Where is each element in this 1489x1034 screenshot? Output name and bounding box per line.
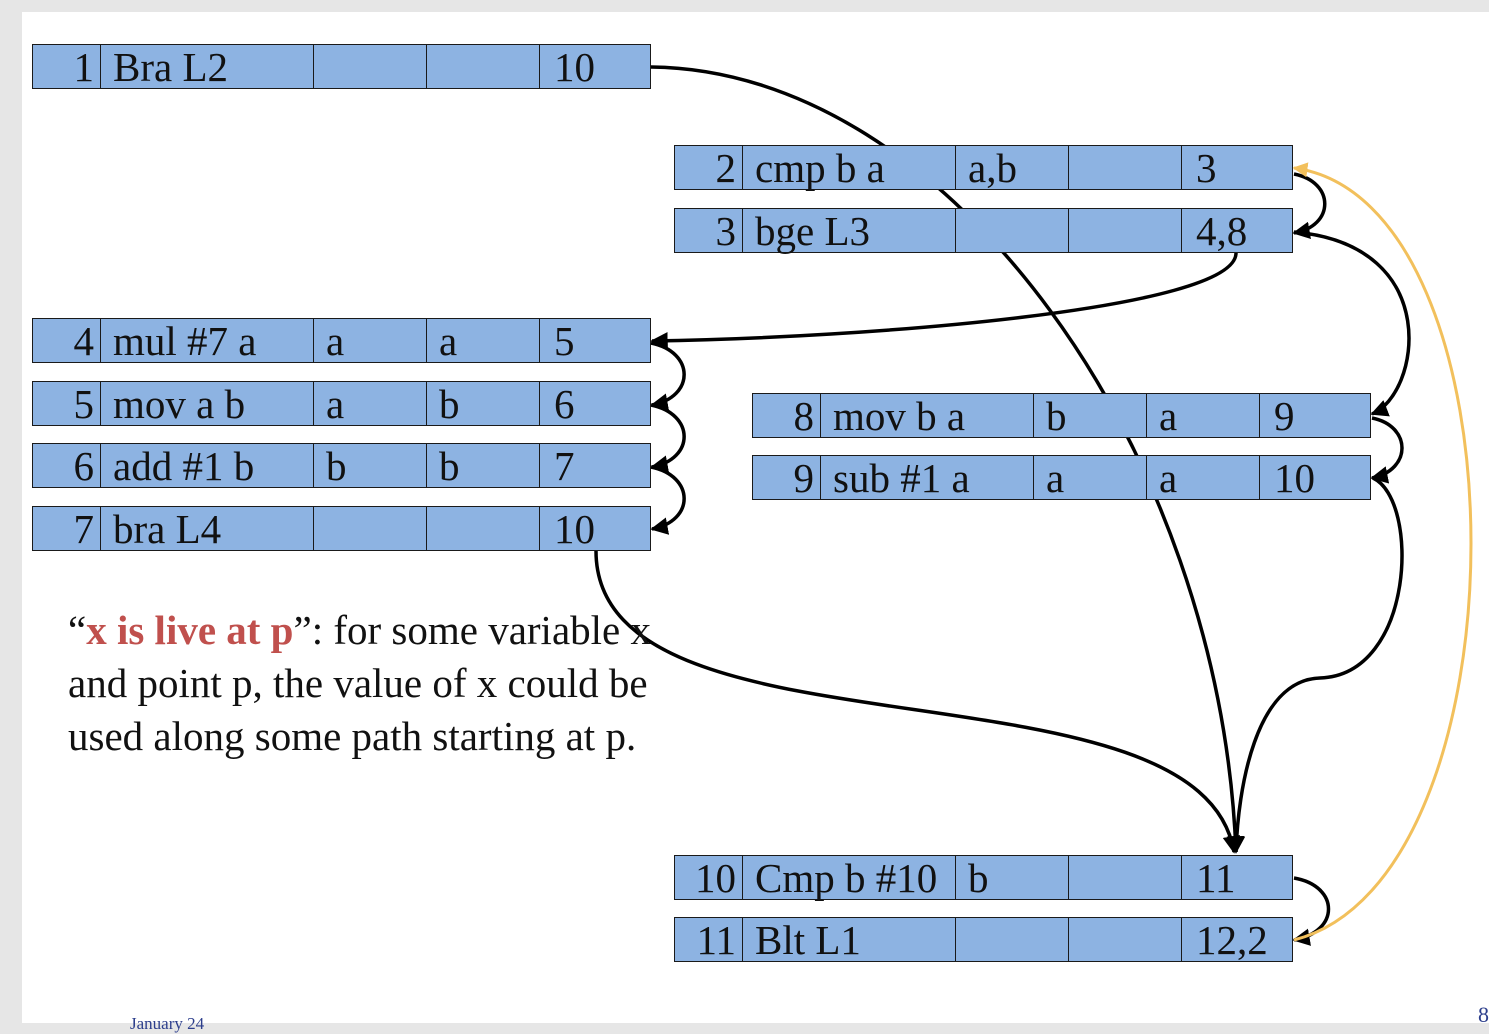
edge-11-to-2-back [1292,162,1473,942]
liveness-definition: “x is live at p”: for some variable x an… [68,604,668,763]
instr-def: a [427,319,540,364]
instr-use [956,209,1069,252]
instr-use: a [314,319,427,364]
term-highlight: x is live at p [86,607,294,653]
instr-number: 9 [753,456,821,501]
instr-number: 8 [753,394,821,439]
edge-9-to-10 [1227,476,1404,854]
instr-op: sub #1 a [821,456,1034,501]
instr-use: b [1034,394,1147,439]
instr-op: bge L3 [743,209,956,254]
instr-op: bra L4 [101,507,314,552]
instr-def: b [427,382,540,427]
page-number: 8 [1478,1002,1489,1027]
edge-7-to-10 [594,550,1240,854]
instr-number: 5 [33,382,101,427]
edge-1-to-10 [650,65,1245,854]
instr-number: 2 [675,146,743,191]
edge-4-to-5 [650,341,686,411]
instr-number: 10 [675,856,743,901]
instr-use: a [314,382,427,427]
edge-3-to-4 [650,252,1238,350]
footer-date: January 24 [130,1014,205,1033]
instr-succ: 10 [554,44,595,90]
instr-number: 1 [33,45,101,90]
instr-succ: 3 [1196,145,1217,191]
edge-5-to-6 [650,403,686,473]
instr-use [956,918,1069,961]
instr-op: add #1 b [101,444,314,489]
instr-op: cmp b a [743,146,956,191]
control-flow-arrows [594,65,1473,946]
instr-use: a,b [956,146,1069,191]
instr-succ: 5 [554,318,575,364]
instr-use: b [956,856,1069,901]
instr-succ: 4,8 [1196,208,1248,254]
instr-number: 7 [33,507,101,552]
instr-op: Blt L1 [743,918,956,963]
edge-2-to-3 [1292,172,1327,239]
instr-def: a [1147,394,1260,439]
instr-succ: 10 [1274,455,1315,501]
open-quote: “ [68,607,87,653]
instr-def [1069,209,1182,252]
instr-def [1069,918,1182,961]
edge-6-to-7 [650,465,686,535]
instr-use: a [1034,456,1147,501]
instr-def: b [427,444,540,489]
definition-text: : for some variable x and point p, the v… [68,607,651,759]
instr-def [1069,146,1182,189]
instr-succ: 9 [1274,393,1295,439]
instr-succ: 7 [554,443,575,489]
instr-op: Bra L2 [101,45,314,90]
close-quote: ” [293,607,312,653]
instr-op: mul #7 a [101,319,314,364]
instr-number: 6 [33,444,101,489]
instr-number: 4 [33,319,101,364]
instr-def [427,45,540,88]
instr-use: b [314,444,427,489]
instr-succ: 11 [1196,855,1236,901]
edge-8-to-9 [1370,416,1404,484]
instr-number: 11 [675,918,743,963]
instr-op: mov b a [821,394,1034,439]
instr-succ: 12,2 [1196,917,1268,963]
instr-use [314,45,427,88]
instr-use [314,507,427,550]
instr-succ: 6 [554,381,575,427]
instr-def [1069,856,1182,899]
instr-def [427,507,540,550]
instr-op: mov a b [101,382,314,427]
instr-op: Cmp b #10 [743,856,956,901]
edge-10-to-11 [1292,876,1331,946]
instr-number: 3 [675,209,743,254]
instr-def: a [1147,456,1260,501]
instr-succ: 10 [554,506,595,552]
edge-3-to-8 [1293,230,1411,417]
